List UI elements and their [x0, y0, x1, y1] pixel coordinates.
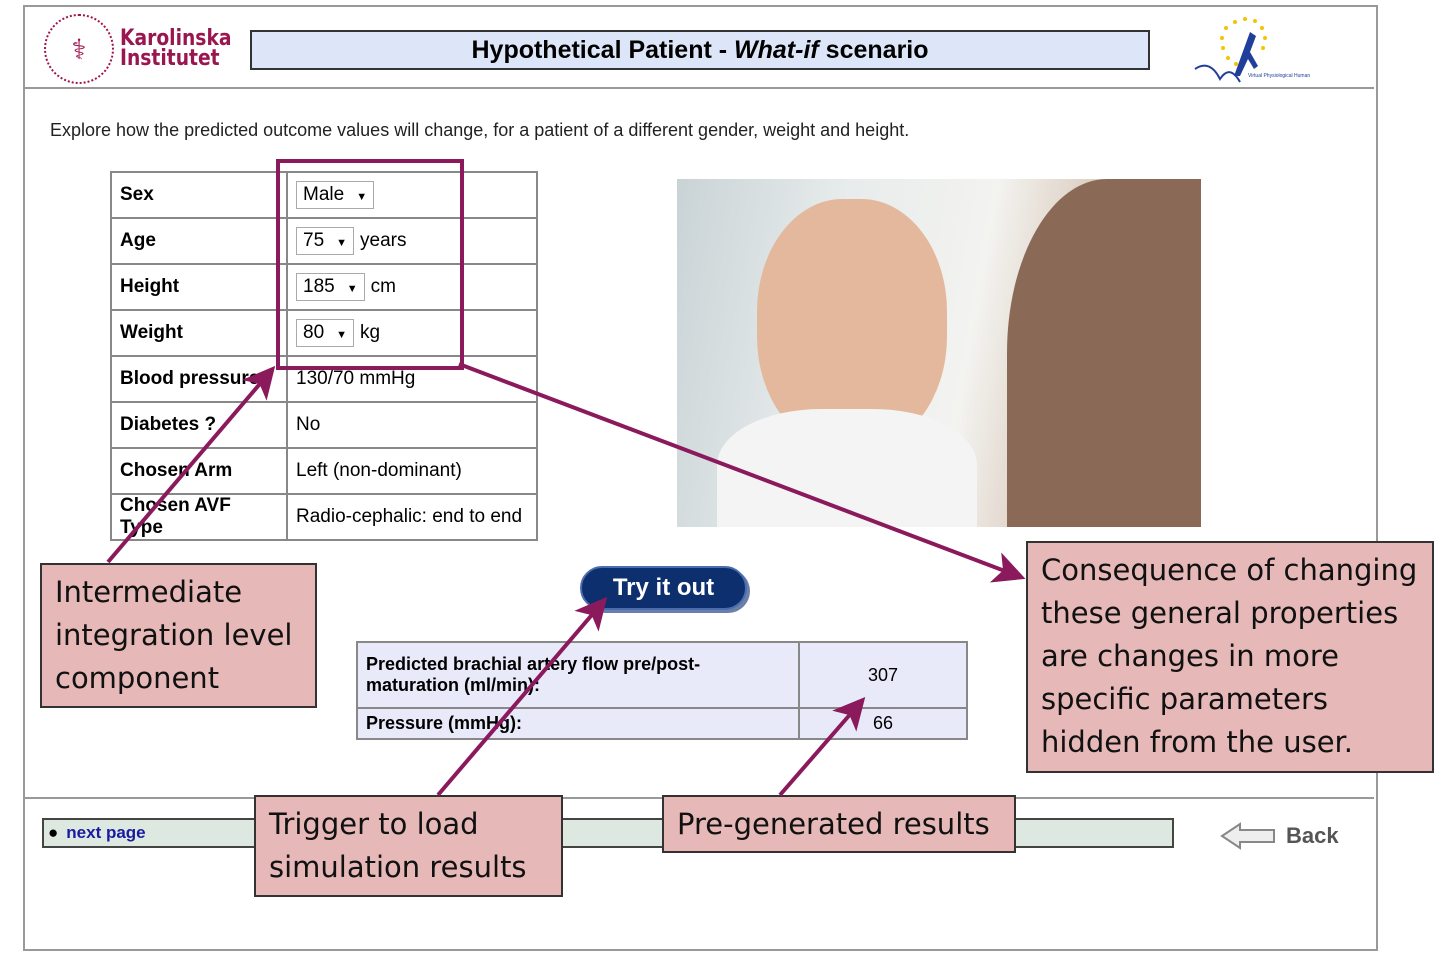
param-cell: 80 ▼ kg	[286, 309, 538, 357]
param-cell: 185 ▼ cm	[286, 263, 538, 311]
header-divider	[24, 87, 1374, 89]
age-select[interactable]: 75 ▼	[296, 227, 355, 255]
table-row: Age 75 ▼ years	[110, 217, 538, 265]
vph-text: Virtual Physiological Human	[1248, 73, 1310, 79]
callout-intermediate: Intermediate integration level component	[40, 563, 317, 708]
result-label: Pressure (mmHg):	[356, 707, 800, 740]
highlight-box	[276, 159, 464, 370]
param-label: Weight	[110, 309, 288, 357]
param-label: Sex	[110, 171, 288, 219]
back-button[interactable]: Back	[1220, 822, 1339, 850]
table-row: Height 185 ▼ cm	[110, 263, 538, 311]
vph-logo: Virtual Physiological Human	[1194, 17, 1310, 83]
logo-line1: Karolinska	[120, 26, 232, 51]
page-title: Hypothetical Patient - What-if scenario	[250, 30, 1150, 70]
param-value: Left (non-dominant)	[296, 460, 462, 481]
table-row: Sex Male ▼	[110, 171, 538, 219]
result-label: Predicted brachial artery flow pre/post-…	[356, 641, 800, 709]
intro-text: Explore how the predicted outcome values…	[50, 120, 910, 140]
title-italic: What-if	[734, 36, 819, 64]
result-value: 307	[798, 641, 968, 709]
dropdown-arrow-icon: ▼	[356, 191, 368, 203]
sex-select[interactable]: Male ▼	[296, 181, 375, 209]
param-label: Chosen Arm	[110, 447, 288, 495]
param-cell: Left (non-dominant)	[286, 447, 538, 495]
param-label: Chosen AVF Type	[110, 493, 288, 541]
unit-label: cm	[370, 276, 396, 297]
dropdown-arrow-icon: ▼	[336, 329, 348, 341]
results-table: Predicted brachial artery flow pre/post-…	[356, 641, 968, 740]
page-frame	[23, 5, 1378, 951]
param-value: No	[296, 414, 321, 435]
param-cell: Radio-cephalic: end to end	[286, 493, 538, 541]
param-cell: Male ▼	[286, 171, 538, 219]
param-cell: 75 ▼ years	[286, 217, 538, 265]
arrow-left-icon	[1220, 822, 1275, 850]
dropdown-arrow-icon: ▼	[346, 283, 358, 295]
param-label: Height	[110, 263, 288, 311]
table-row: Chosen AVF Type Radio-cephalic: end to en…	[110, 493, 538, 541]
bullet-icon: ●	[48, 823, 59, 842]
height-select[interactable]: 185 ▼	[296, 273, 365, 301]
weight-select[interactable]: 80 ▼	[296, 319, 355, 347]
back-label: Back	[1286, 823, 1339, 848]
title-prefix: Hypothetical Patient -	[471, 36, 735, 64]
table-row: Weight 80 ▼ kg	[110, 309, 538, 357]
callout-pregenerated: Pre-generated results	[662, 795, 1016, 853]
ki-seal-icon: ⚕	[44, 14, 114, 84]
callout-trigger: Trigger to load simulation results	[254, 795, 563, 897]
dropdown-arrow-icon: ▼	[336, 237, 348, 249]
table-row: Pressure (mmHg):66	[356, 707, 968, 740]
unit-label: years	[360, 230, 407, 251]
logo-line2: Institutet	[120, 46, 220, 71]
param-value: 130/70 mmHg	[296, 368, 416, 389]
param-label: Diabetes ?	[110, 401, 288, 449]
table-row: Diabetes ? No	[110, 401, 538, 449]
select-value: 75	[303, 230, 325, 251]
param-value: Radio-cephalic: end to end	[296, 506, 523, 527]
try-it-out-button[interactable]: Try it out	[580, 566, 747, 610]
select-value: 80	[303, 322, 325, 343]
param-label: Blood pressure	[110, 355, 288, 403]
table-row: Predicted brachial artery flow pre/post-…	[356, 641, 968, 709]
select-value: Male	[303, 184, 345, 205]
param-label: Age	[110, 217, 288, 265]
next-page-link[interactable]: next page	[66, 823, 146, 842]
unit-label: kg	[360, 322, 381, 343]
param-cell: No	[286, 401, 538, 449]
title-suffix: scenario	[818, 36, 929, 64]
patient-photo	[677, 179, 1201, 527]
select-value: 185	[303, 276, 335, 297]
table-row: Chosen Arm Left (non-dominant)	[110, 447, 538, 495]
callout-consequence: Consequence of changing these general pr…	[1026, 541, 1434, 773]
result-value: 66	[798, 707, 968, 740]
